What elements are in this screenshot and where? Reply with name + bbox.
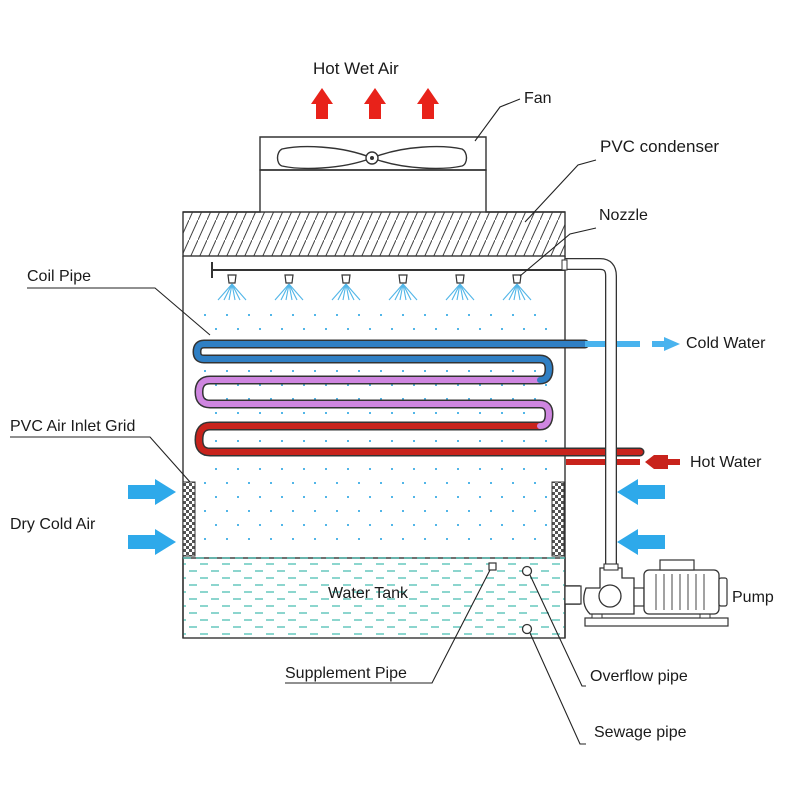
spray-nozzle-icon <box>502 274 532 301</box>
spray-header <box>211 262 565 278</box>
coil-pipe-warm-segment <box>196 377 552 429</box>
pvc-air-inlet-grid-label: PVC Air Inlet Grid <box>10 418 136 435</box>
pvc-condenser-label: PVC condenser <box>600 137 720 156</box>
coil-pipe-label: Coil Pipe <box>27 268 92 285</box>
cold-water-label: Cold Water <box>686 335 766 352</box>
right-arrow-icon <box>128 479 176 505</box>
sewage-pipe-label: Sewage pipe <box>594 724 687 741</box>
right-arrow-icon <box>128 529 176 555</box>
air-inlet-grid-left <box>182 481 196 557</box>
spray-nozzle-icon <box>388 274 418 301</box>
pump-icon <box>583 559 729 627</box>
hot-wet-air-label: Hot Wet Air <box>313 59 399 78</box>
spray-nozzle-icon <box>217 274 247 301</box>
overflow-pipe-outlet <box>521 565 533 577</box>
air-inlet-grid-right <box>551 481 565 557</box>
up-arrow-icon <box>364 88 386 119</box>
water-tank-label: Water Tank <box>328 585 409 602</box>
water-tank <box>182 557 566 639</box>
coil-pipe-cool-segment <box>194 341 588 383</box>
right-arrow-icon <box>664 337 680 351</box>
nozzles <box>217 274 532 301</box>
left-arrow-icon <box>617 529 665 555</box>
up-arrow-icon <box>417 88 439 119</box>
dry-cold-air-label: Dry Cold Air <box>10 516 96 533</box>
pump-label: Pump <box>732 589 774 606</box>
up-arrow-icon <box>311 88 333 119</box>
cold-water-outlet <box>585 337 680 351</box>
sewage-pipe-outlet <box>521 623 533 635</box>
coil-pipe <box>192 339 645 457</box>
tower-body <box>182 211 566 638</box>
supplement-pipe-outlet <box>488 562 497 571</box>
fan-label: Fan <box>524 90 552 107</box>
coil-pipe-hot-segment <box>196 423 643 455</box>
pvc-condenser <box>182 211 566 257</box>
riser-pipe <box>561 258 617 605</box>
nozzle-label: Nozzle <box>599 207 648 224</box>
supplement-pipe-label: Supplement Pipe <box>285 665 407 682</box>
left-arrow-icon <box>645 455 668 469</box>
spray-nozzle-icon <box>331 274 361 301</box>
left-arrow-icon <box>617 479 665 505</box>
dry-air-arrows <box>128 479 665 555</box>
overflow-pipe-label: Overflow pipe <box>590 668 688 685</box>
fan-housing <box>183 136 565 213</box>
spray-nozzle-icon <box>445 274 475 301</box>
hot-air-arrows <box>311 88 439 119</box>
fan-icon <box>276 145 468 170</box>
hot-water-label: Hot Water <box>690 454 762 471</box>
spray-nozzle-icon <box>274 274 304 301</box>
leader-lines <box>10 98 597 745</box>
hot-water-inlet <box>566 455 680 469</box>
